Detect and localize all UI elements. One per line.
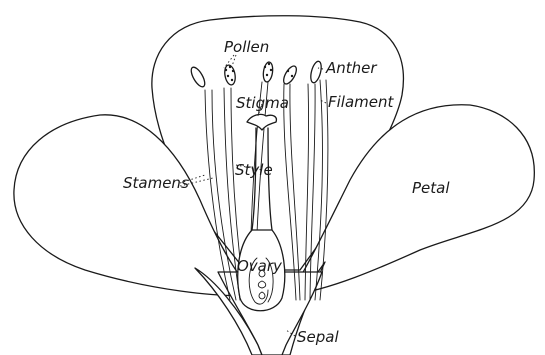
stigma-label: Stigma	[236, 94, 289, 112]
pollen-label: Pollen	[224, 38, 269, 56]
stamens-label: Stamens	[123, 174, 189, 192]
filament-label: Filament	[328, 93, 395, 111]
sepal-label: Sepal	[297, 328, 339, 346]
style-label: Style	[235, 161, 273, 179]
anther-label: Anther	[325, 59, 377, 77]
ovary-label: Ovary	[237, 257, 283, 275]
petal-label: Petal	[412, 179, 450, 197]
